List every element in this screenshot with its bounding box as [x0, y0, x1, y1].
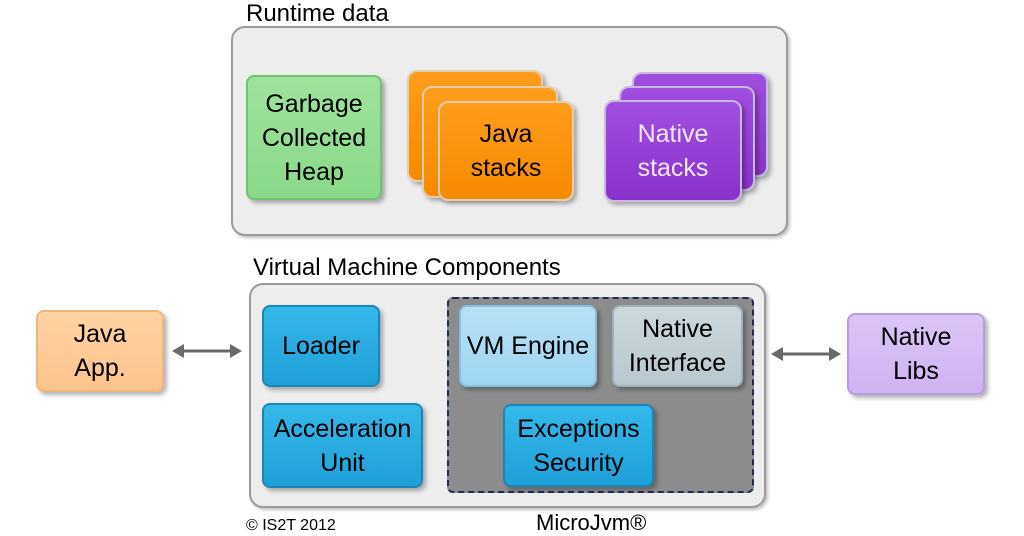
acceleration-line-1: Acceleration — [273, 414, 412, 443]
native-stacks-line-2: stacks — [637, 154, 709, 182]
copyright-text: © IS2T 2012 — [246, 517, 336, 534]
loader-label: Loader — [282, 332, 360, 360]
native-libs-box: Native Libs — [847, 313, 985, 395]
exceptions-line-1: Exceptions — [517, 414, 640, 443]
acceleration-line-2: Unit — [320, 448, 365, 477]
java-stacks-line-1: Java — [479, 120, 533, 148]
loader-box: Loader — [262, 305, 380, 387]
garbage-collected-heap-box: Garbage Collected Heap — [246, 75, 382, 200]
double-arrow-right-icon — [771, 347, 841, 361]
native-libs-line-2: Libs — [893, 357, 939, 385]
native-stacks-line-1: Native — [637, 120, 709, 148]
native-libs-line-1: Native — [880, 323, 952, 351]
native-interface-line-2: Interface — [628, 349, 727, 377]
native-interface-line-1: Native — [642, 315, 713, 343]
vm-engine-box: VM Engine — [459, 305, 597, 387]
native-interface-box: Native Interface — [612, 305, 743, 387]
heap-line-3: Heap — [284, 157, 344, 186]
runtime-data-title: Runtime data — [246, 0, 389, 27]
vm-engine-label: VM Engine — [466, 332, 590, 360]
vm-components-title: Virtual Machine Components — [253, 254, 561, 281]
heap-line-1: Garbage — [265, 89, 363, 118]
exceptions-line-2: Security — [533, 448, 624, 477]
heap-line-2: Collected — [261, 123, 367, 152]
double-arrow-left-icon — [172, 344, 242, 358]
java-stacks-box: Java stacks — [438, 101, 574, 201]
java-app-line-2: App. — [74, 354, 126, 382]
java-stacks-line-2: stacks — [470, 154, 542, 182]
java-app-line-1: Java — [73, 320, 127, 348]
microjvm-label: MicroJvm® — [536, 510, 647, 535]
java-app-box: Java App. — [36, 310, 164, 392]
acceleration-unit-box: Acceleration Unit — [262, 403, 423, 488]
native-stacks-box: Native stacks — [604, 100, 742, 202]
exceptions-security-box: Exceptions Security — [503, 404, 654, 487]
